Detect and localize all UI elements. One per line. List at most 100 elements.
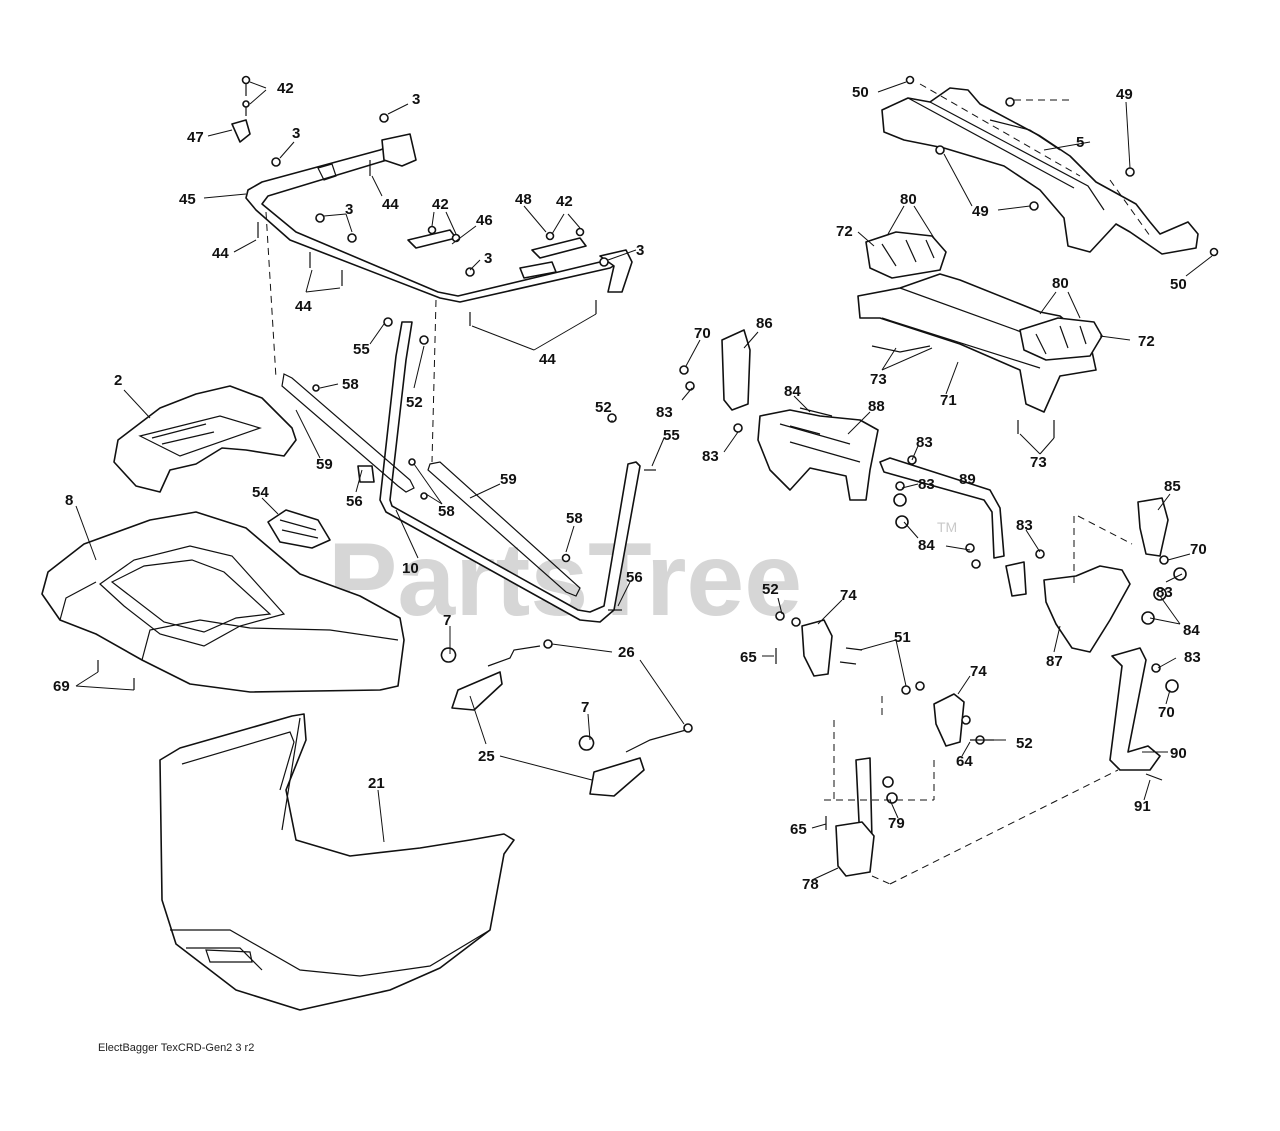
top-mount-assembly [881,75,1219,257]
callout-2: 2 [114,372,122,389]
callout-83: 83 [702,448,719,465]
callout-42: 42 [556,193,573,210]
callout-3: 3 [345,201,353,218]
callout-52: 52 [1016,735,1033,752]
callout-74: 74 [840,587,857,604]
leader-lines [75,81,1213,881]
callout-80: 80 [1052,275,1069,292]
callout-46: 46 [476,212,493,229]
callout-74: 74 [970,663,987,680]
callout-50: 50 [852,84,869,101]
callout-72: 72 [1138,333,1155,350]
callout-91: 91 [1134,798,1151,815]
small-brackets [231,119,587,279]
callout-52: 52 [595,399,612,416]
mid-mount-assembly [857,231,1103,438]
diagram-caption: ElectBagger TexCRD-Gen2 3 r2 [98,1042,254,1054]
fasteners-left [241,75,609,326]
callout-90: 90 [1170,745,1187,762]
chute-springs [440,639,693,797]
callout-55: 55 [353,341,370,358]
callout-48: 48 [515,191,532,208]
callout-69: 69 [53,678,70,695]
callout-49: 49 [972,203,989,220]
callout-44: 44 [295,298,312,315]
callout-84: 84 [784,383,801,400]
callout-5: 5 [1076,134,1084,151]
bag-cover [41,511,405,693]
callout-59: 59 [500,471,517,488]
callout-73: 73 [870,371,887,388]
callout-71: 71 [940,392,957,409]
callout-7: 7 [443,612,451,629]
callout-51: 51 [894,629,911,646]
watermark-trademark: TM [937,519,957,535]
callout-78: 78 [802,876,819,893]
callout-44: 44 [382,196,399,213]
guide-dashes-left [265,211,437,463]
bag-lid [113,385,297,493]
callout-83: 83 [1016,517,1033,534]
callout-88: 88 [868,398,885,415]
callout-85: 85 [1164,478,1181,495]
callout-89: 89 [959,471,976,488]
callout-52: 52 [762,581,779,598]
callout-10: 10 [402,560,419,577]
callout-26: 26 [618,644,635,661]
bag-bin [159,713,515,1011]
callout-64: 64 [956,753,973,770]
callout-55: 55 [663,427,680,444]
callout-50: 50 [1170,276,1187,293]
callout-49: 49 [1116,86,1133,103]
callout-83: 83 [1184,649,1201,666]
callout-42: 42 [432,196,449,213]
callout-47: 47 [187,129,204,146]
callout-86: 86 [756,315,773,332]
callout-45: 45 [179,191,196,208]
callout-70: 70 [694,325,711,342]
callout-7: 7 [581,699,589,716]
callout-80: 80 [900,191,917,208]
bag-handle [267,509,331,549]
callout-52: 52 [406,394,423,411]
callout-59: 59 [316,456,333,473]
callout-21: 21 [368,775,385,792]
callout-58: 58 [342,376,359,393]
callout-83: 83 [1156,584,1173,601]
guide-dashes-right [824,83,1151,885]
callout-73: 73 [1030,454,1047,471]
callout-3: 3 [412,91,420,108]
callout-44: 44 [539,351,556,368]
callout-42: 42 [277,80,294,97]
callout-25: 25 [478,748,495,765]
callout-87: 87 [1046,653,1063,670]
callout-56: 56 [626,569,643,586]
callout-54: 54 [252,484,269,501]
callout-84: 84 [1183,622,1200,639]
callout-84: 84 [918,537,935,554]
callout-83: 83 [918,476,935,493]
upper-bag-frame [245,133,633,303]
callout-labels: 42 47 3 3 44 45 44 3 44 42 46 48 42 3 3 … [53,80,1207,893]
callout-70: 70 [1190,541,1207,558]
callout-79: 79 [888,815,905,832]
callout-65: 65 [740,649,757,666]
callout-83: 83 [656,404,673,421]
callout-58: 58 [438,503,455,520]
callout-70: 70 [1158,704,1175,721]
callout-56: 56 [346,493,363,510]
callout-8: 8 [65,492,73,509]
lower-bag-frame [281,317,656,623]
callout-44: 44 [212,245,229,262]
callout-58: 58 [566,510,583,527]
callout-3: 3 [292,125,300,142]
callout-65: 65 [790,821,807,838]
callout-3: 3 [484,250,492,267]
callout-3: 3 [636,242,644,259]
left-small-fasteners [97,660,135,690]
watermark-text: PartsTree [328,522,802,638]
callout-72: 72 [836,223,853,240]
callout-83: 83 [916,434,933,451]
